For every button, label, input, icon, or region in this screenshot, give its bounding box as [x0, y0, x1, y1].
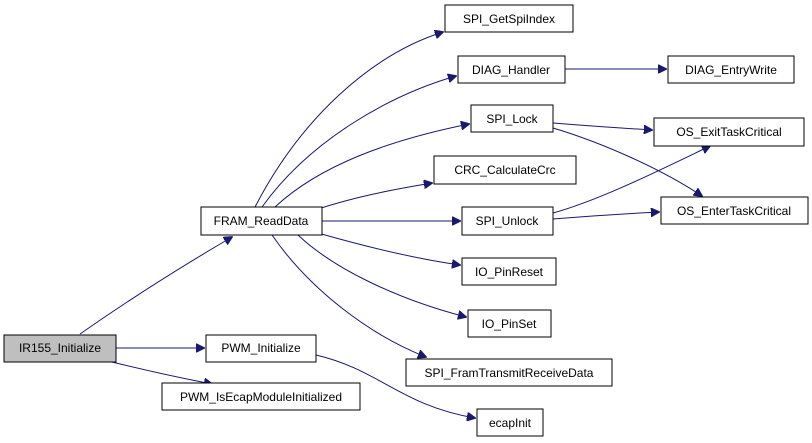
- node-spi_lock[interactable]: SPI_Lock: [470, 104, 554, 133]
- edges: [79, 32, 710, 418]
- svg-text:SPI_GetSpiIndex: SPI_GetSpiIndex: [463, 12, 555, 26]
- nodes: IR155_Initialize FRAM_ReadData PWM_Initi…: [3, 4, 809, 437]
- svg-text:IO_PinReset: IO_PinReset: [475, 265, 544, 279]
- node-io_pinset[interactable]: IO_PinSet: [467, 309, 552, 338]
- node-ir155_initialize[interactable]: IR155_Initialize: [3, 334, 117, 363]
- node-os_entertaskcritical[interactable]: OS_EnterTaskCritical: [660, 196, 809, 225]
- svg-text:SPI_Unlock: SPI_Unlock: [476, 214, 540, 228]
- edge-fram_readdata-spi_getspiindex: [254, 32, 443, 208]
- node-ecapinit[interactable]: ecapInit: [476, 408, 544, 437]
- edge-ir155_initialize-pwm_isecapmoduleinitialized: [111, 361, 212, 384]
- svg-text:DIAG_EntryWrite: DIAG_EntryWrite: [685, 63, 777, 77]
- svg-text:SPI_FramTransmitReceiveData: SPI_FramTransmitReceiveData: [425, 366, 594, 380]
- svg-text:OS_ExitTaskCritical: OS_ExitTaskCritical: [676, 125, 781, 139]
- node-spi_unlock[interactable]: SPI_Unlock: [461, 206, 554, 236]
- svg-text:FRAM_ReadData: FRAM_ReadData: [214, 214, 309, 228]
- edge-fram_readdata-spi_framtransmitreceivedata: [271, 234, 426, 357]
- svg-text:IR155_Initialize: IR155_Initialize: [19, 341, 101, 355]
- node-spi_framtransmitreceivedata[interactable]: SPI_FramTransmitReceiveData: [405, 358, 613, 387]
- node-diag_entrywrite[interactable]: DIAG_EntryWrite: [667, 55, 795, 84]
- node-diag_handler[interactable]: DIAG_Handler: [457, 55, 566, 84]
- svg-text:DIAG_Handler: DIAG_Handler: [472, 63, 550, 77]
- edge-spi_unlock-os_exittaskcritical: [552, 146, 710, 214]
- svg-text:PWM_Initialize: PWM_Initialize: [221, 341, 301, 355]
- svg-text:SPI_Lock: SPI_Lock: [486, 112, 538, 126]
- edge-fram_readdata-spi_lock: [274, 124, 469, 208]
- edge-spi_lock-os_entertaskcritical: [552, 127, 702, 196]
- svg-text:CRC_CalculateCrc: CRC_CalculateCrc: [454, 163, 555, 177]
- node-pwm_initialize[interactable]: PWM_Initialize: [205, 334, 317, 363]
- edge-spi_lock-os_exittaskcritical: [552, 122, 652, 130]
- edge-ir155_initialize-fram_readdata: [79, 237, 232, 335]
- svg-text:ecapInit: ecapInit: [489, 416, 532, 430]
- edge-fram_readdata-io_pinset: [297, 234, 466, 317]
- svg-text:OS_EnterTaskCritical: OS_EnterTaskCritical: [677, 204, 791, 218]
- svg-text:IO_PinSet: IO_PinSet: [482, 317, 537, 331]
- edge-fram_readdata-io_pinreset: [317, 232, 460, 265]
- node-crc_calculatecrc[interactable]: CRC_CalculateCrc: [433, 155, 577, 185]
- edge-fram_readdata-diag_handler: [261, 76, 456, 208]
- edge-fram_readdata-crc_calculatecrc: [317, 183, 432, 210]
- node-fram_readdata[interactable]: FRAM_ReadData: [200, 206, 323, 236]
- node-pwm_isecapmoduleinitialized[interactable]: PWM_IsEcapModuleInitialized: [161, 382, 361, 411]
- node-spi_getspiindex[interactable]: SPI_GetSpiIndex: [444, 4, 574, 33]
- node-io_pinreset[interactable]: IO_PinReset: [461, 257, 557, 286]
- edge-spi_unlock-os_entertaskcritical: [552, 212, 659, 220]
- edge-pwm_initialize-ecapinit: [315, 354, 475, 418]
- node-os_exittaskcritical[interactable]: OS_ExitTaskCritical: [653, 117, 805, 147]
- svg-text:PWM_IsEcapModuleInitialized: PWM_IsEcapModuleInitialized: [180, 390, 342, 404]
